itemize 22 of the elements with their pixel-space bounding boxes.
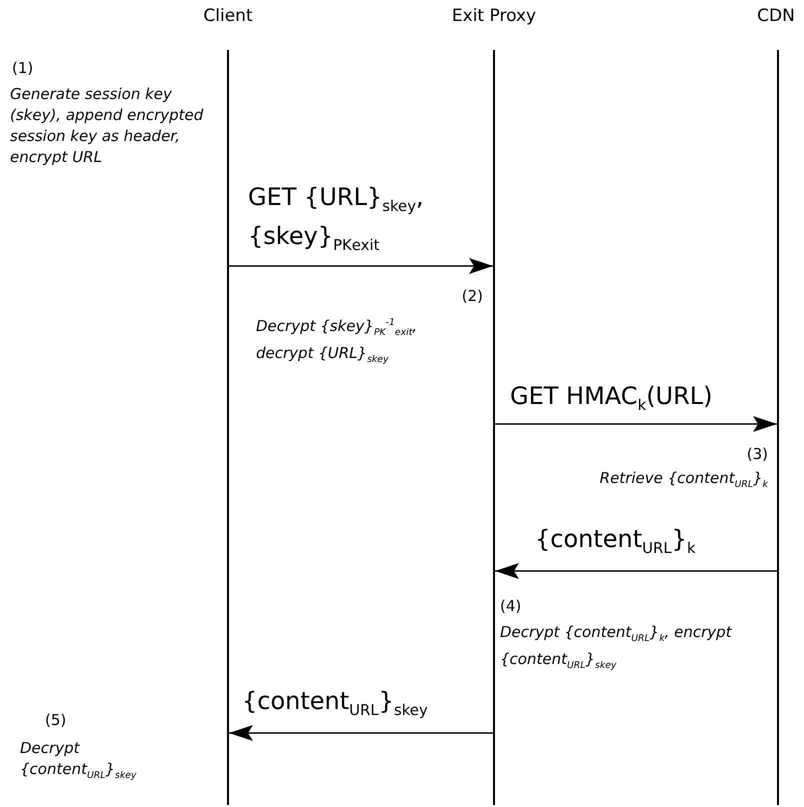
step-number: (4) (500, 596, 522, 617)
step-note: Decrypt {content$_{URL}$}$_{k}$, encrypt {content$_{URL}$}$_{skey}$ (500, 622, 733, 673)
lifeline (777, 50, 779, 805)
message-label: {content$_{URL}$}$_{skey}$ (242, 686, 428, 721)
lifeline (227, 50, 229, 805)
step-note: Retrieve {content$_{URL}$}$_{k}$ (598, 468, 768, 492)
message-label: {content$_{URL}$}$_{k}$ (535, 524, 696, 559)
participant-name: Exit Proxy (452, 6, 536, 26)
message-arrow (229, 725, 493, 741)
step-number: (5) (45, 710, 68, 731)
step-note: Decrypt {content$_{URL}$}$_{skey}$ (20, 738, 138, 783)
message-label: GET HMAC$_{k}$(URL) (510, 381, 713, 416)
message-arrow (229, 258, 493, 274)
step-number: (1) (12, 58, 34, 79)
step-number: (2) (460, 286, 483, 307)
step-number: (3) (746, 444, 768, 465)
participant-name: Client (203, 6, 253, 26)
lifeline (493, 50, 495, 805)
step-note: Generate session key (skey), append encrypted session key as header, encrypt URL (10, 84, 204, 168)
message-arrow (495, 416, 777, 432)
participant-name: CDN (757, 6, 795, 26)
message-arrow (495, 563, 777, 579)
